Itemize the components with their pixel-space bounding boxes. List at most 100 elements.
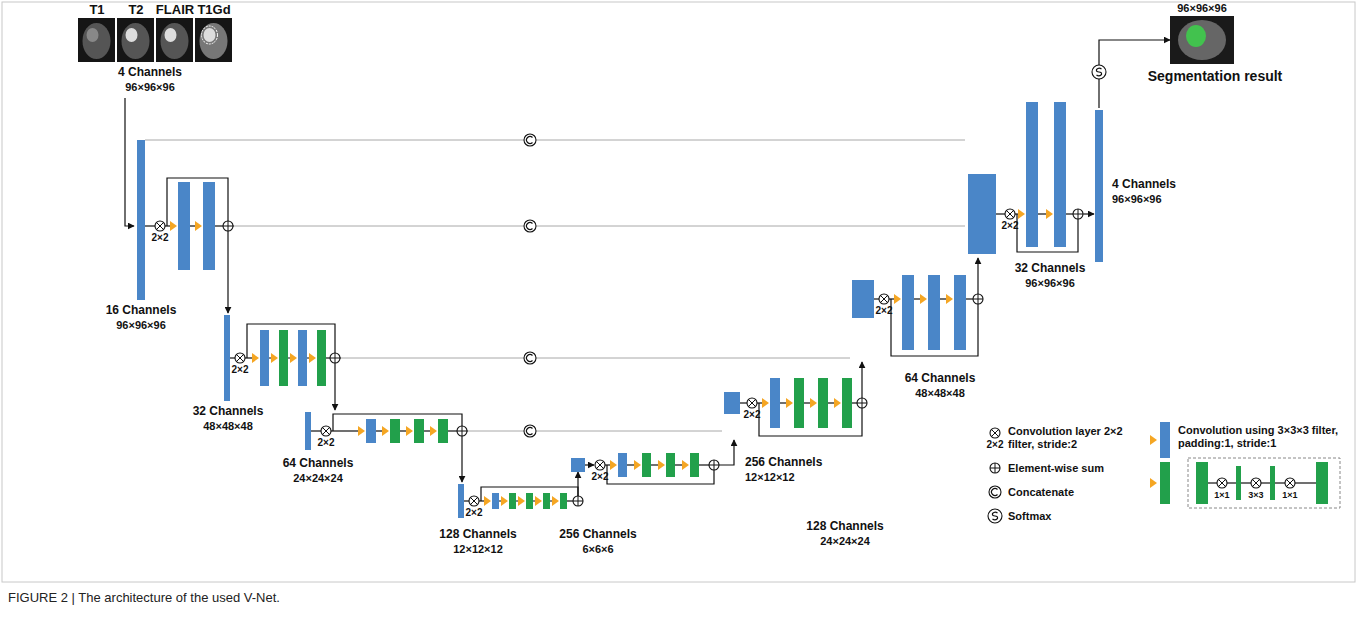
stage-box: T1T2FLAIRT1Gd4 Channels96×96×96: [76, 2, 238, 98]
conv-symbol-stroke: [881, 296, 888, 303]
feature-bar: [1236, 466, 1241, 500]
conv-arrow: [610, 460, 617, 470]
stage-label: 16 Channels: [106, 304, 177, 318]
brain-shape: [161, 23, 189, 59]
conv-arrow: [762, 398, 769, 408]
brain-shape: [1178, 20, 1226, 60]
concat-symbol-stroke: [992, 489, 998, 496]
wire: [699, 464, 709, 465]
tumor-region: [126, 28, 138, 42]
legend-text: Convolution layer 2×2 filter, stride:2: [1008, 425, 1126, 450]
feature-bar: [298, 330, 307, 386]
feature-bar: [305, 412, 311, 450]
wire: [940, 298, 946, 299]
tumor-region: [165, 28, 177, 42]
sum-symbol: [990, 463, 1000, 473]
wire: [719, 464, 720, 465]
stage-label: 64 Channels: [905, 372, 976, 386]
stage-box: 96×96×96Segmentation result: [1170, 16, 1234, 64]
filter-size-label: 2×2: [987, 439, 1004, 451]
feature-bar: [928, 275, 940, 350]
stage-box: 256 Channels12×12×12: [594, 450, 720, 488]
wire: [467, 430, 468, 431]
feature-bar: [279, 330, 288, 386]
feature-bar: [1270, 466, 1275, 500]
wire: [1038, 213, 1046, 214]
filter-size-label: 2×2: [232, 364, 249, 376]
stage-label: 32 Channels: [193, 405, 264, 419]
legend-text: Concatenate: [1008, 486, 1074, 499]
wire: [400, 430, 406, 431]
residual-loop: [167, 178, 228, 226]
figure-frame: [2, 2, 1355, 582]
conv-symbol: [321, 426, 331, 436]
brain-shape: [83, 23, 111, 59]
stage-label: 12×12×12: [453, 543, 503, 556]
feature-bar: [543, 493, 550, 509]
feature-bar: [818, 378, 828, 428]
wire: [1241, 482, 1251, 483]
wire: [331, 430, 358, 431]
wire: [464, 500, 469, 501]
feature-bar: [492, 493, 499, 509]
conv-arrow: [501, 496, 508, 506]
wire: [1083, 213, 1084, 214]
flow-arrow: [461, 452, 462, 482]
sum-symbol: [1073, 209, 1083, 219]
conv-symbol-stroke: [237, 355, 244, 362]
filter-size-label: 2×2: [1002, 220, 1019, 232]
filter-size-label: 3×3: [1248, 490, 1263, 500]
stage-label: 96×96×96: [1177, 2, 1227, 15]
wire: [651, 464, 658, 465]
sum-symbol-stroke: [995, 463, 996, 473]
feature-bar: [842, 378, 852, 428]
wire: [190, 225, 195, 226]
conv-arrow: [195, 221, 202, 231]
residual-loop: [481, 487, 578, 501]
wire: [307, 357, 309, 358]
conv-symbol-stroke: [1007, 211, 1014, 218]
wire: [740, 402, 747, 403]
segmentation-mask: [1186, 25, 1206, 47]
wire: [914, 298, 920, 299]
stage-label: 48×48×48: [915, 387, 965, 400]
conv-symbol-stroke: [1253, 480, 1260, 487]
conv-symbol: [990, 428, 1000, 438]
wire: [288, 357, 290, 358]
conv-symbol: [1285, 478, 1295, 488]
wire: [627, 464, 634, 465]
skip-connection: [341, 358, 850, 359]
conv-arrow: [810, 398, 817, 408]
filter-size-label: 2×2: [152, 232, 169, 244]
conv-arrow: [309, 353, 316, 363]
conv-arrow: [518, 496, 525, 506]
wire: [376, 430, 382, 431]
feature-bar: [1316, 462, 1328, 504]
conv-symbol-stroke: [749, 400, 756, 407]
concat-symbol-stroke: [527, 428, 533, 435]
wire: [233, 225, 234, 226]
feature-bar: [902, 275, 914, 350]
concat-symbol: [524, 220, 536, 232]
wire: [567, 500, 573, 501]
conv-symbol-stroke: [157, 223, 164, 230]
feature-bar: [770, 378, 780, 428]
flow-arrow: [720, 440, 734, 465]
filter-size-label: 2×2: [592, 471, 609, 483]
stage-box: 32 Channels48×48×48: [221, 313, 341, 401]
tumor-region: [204, 28, 216, 42]
concat-symbol: [524, 134, 536, 146]
mri-slice: [117, 18, 154, 62]
modality-label: T1Gd: [197, 3, 230, 18]
feature-bar: [618, 453, 627, 477]
modality-label: T1: [89, 3, 104, 18]
wire: [977, 273, 978, 294]
residual-loop: [333, 414, 462, 431]
wire: [1295, 482, 1316, 483]
stage-label: 32 Channels: [1015, 262, 1086, 276]
wire: [1227, 482, 1236, 483]
wire: [1275, 482, 1285, 483]
conv-symbol: [1251, 478, 1261, 488]
